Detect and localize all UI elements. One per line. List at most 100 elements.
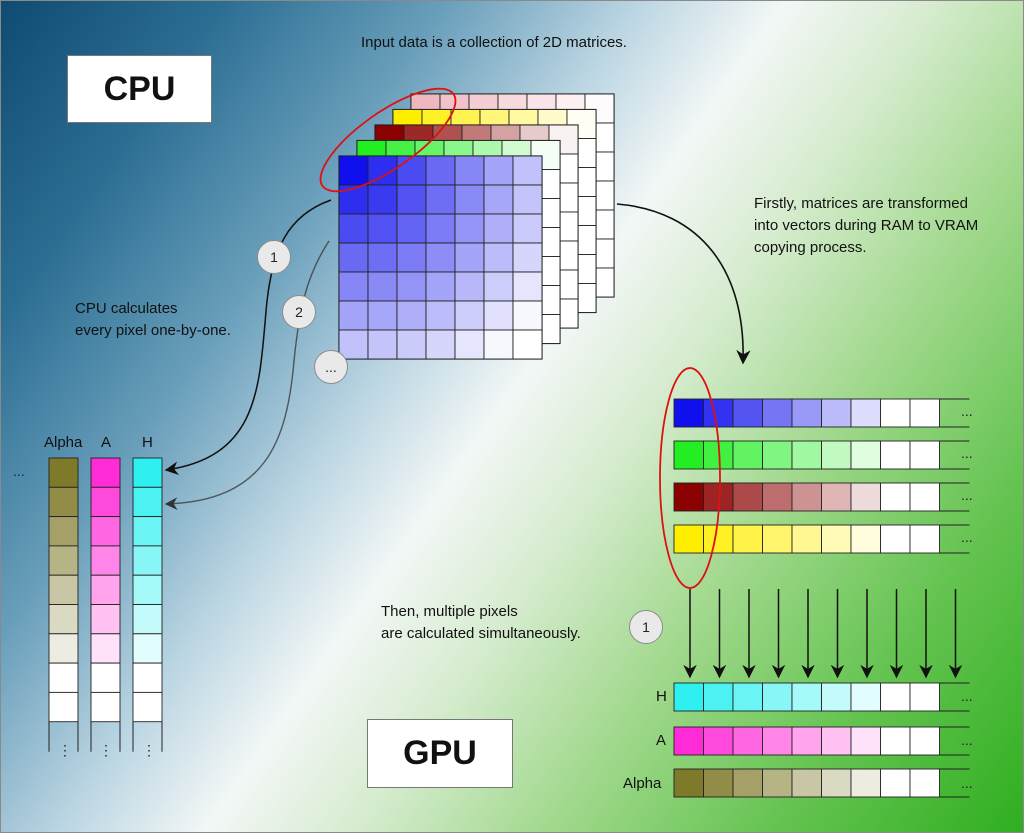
cpu-label-box: CPU — [67, 55, 212, 123]
matrix-cell — [483, 242, 514, 273]
vector-cell — [791, 726, 822, 756]
vector-cell — [909, 398, 940, 428]
cpu-column-alpha — [48, 457, 79, 752]
matrix-cell — [396, 300, 427, 331]
vector-cell — [703, 768, 734, 798]
vector-cell — [732, 440, 763, 470]
vector-cell — [762, 398, 793, 428]
gpu-output-a — [673, 726, 970, 756]
matrix-cell — [367, 184, 398, 215]
gpu-label-box: GPU — [367, 719, 513, 788]
matrix-cell — [454, 300, 485, 331]
vram-vector-green — [673, 440, 970, 470]
cpu-column-a-continuation: ⋮ — [99, 742, 113, 758]
cpu-column-cell — [90, 516, 121, 547]
cpu-column-cell — [48, 545, 79, 576]
cpu-column-cell — [48, 662, 79, 693]
vector-cell — [673, 682, 704, 712]
vector-cell — [850, 726, 881, 756]
gpu-output-alpha-ellipsis: ... — [961, 775, 973, 791]
vram-vector-yellow-ellipsis: ... — [961, 529, 973, 545]
matrix-cell — [425, 242, 456, 273]
matrix-blue — [338, 155, 543, 360]
cpu-column-cell — [90, 662, 121, 693]
matrix-cell — [338, 242, 369, 273]
vector-cell — [732, 524, 763, 554]
matrix-cell — [454, 329, 485, 360]
matrix-cell — [367, 329, 398, 360]
cpu-column-cell — [132, 662, 163, 693]
vector-cell — [791, 440, 822, 470]
matrix-cell — [396, 213, 427, 244]
cpu-calc-caption-line2: every pixel one-by-one. — [75, 322, 231, 339]
cpu-calc-caption-line1: CPU calculates — [75, 300, 178, 317]
gpu-step-1-badge: 1 — [629, 610, 663, 644]
matrix-cell — [338, 300, 369, 331]
cpu-column-cell — [90, 574, 121, 605]
vram-vectors — [659, 367, 970, 589]
gpu-output-a-ellipsis: ... — [961, 732, 973, 748]
cpu-step-more-badge: ... — [314, 350, 348, 384]
vector-cell — [909, 524, 940, 554]
vector-cell — [909, 768, 940, 798]
input-caption: Input data is a collection of 2D matrice… — [361, 34, 627, 51]
cpu-column-cell — [90, 604, 121, 635]
gpu-step-1-text: 1 — [642, 619, 650, 635]
matrix-cell — [530, 140, 561, 170]
matrix-cell — [425, 300, 456, 331]
gpu-label: GPU — [403, 734, 477, 772]
matrix-cell — [425, 329, 456, 360]
vector-cell — [703, 726, 734, 756]
cpu-column-cell — [90, 486, 121, 518]
matrix-cell — [454, 184, 485, 215]
vector-cell — [791, 524, 822, 554]
cpu-column-cell — [132, 457, 163, 488]
vector-cell — [673, 440, 704, 470]
cpu-column-alpha-continuation: ⋮ — [58, 742, 72, 758]
vector-cell — [821, 440, 852, 470]
vector-cell — [762, 682, 793, 712]
cpu-column-cell — [90, 633, 121, 664]
vector-cell — [850, 440, 881, 470]
vector-cell — [880, 682, 911, 712]
vector-cell — [791, 768, 822, 798]
vector-cell — [762, 768, 793, 798]
matrix-cell — [483, 271, 514, 302]
gpu-calc-caption-line2: are calculated simultaneously. — [381, 625, 581, 642]
vector-cell — [850, 482, 881, 512]
vector-cell — [880, 726, 911, 756]
vector-cell — [880, 440, 911, 470]
cpu-column-h — [132, 457, 163, 752]
matrix-cell — [512, 300, 543, 331]
matrix-cell — [483, 213, 514, 244]
cpu-column-cell — [132, 516, 163, 547]
gpu-output-label-a: A — [656, 732, 667, 749]
transform-caption-line3: copying process. — [754, 239, 867, 256]
vector-cell — [673, 726, 704, 756]
cpu-pixel-columns — [48, 457, 163, 752]
first-pixel-highlight — [319, 87, 457, 193]
gpu-output-label-h: H — [656, 688, 667, 705]
cpu-column-cell — [132, 604, 163, 635]
vector-cell — [821, 482, 852, 512]
matrix-cell — [338, 213, 369, 244]
matrix-cell — [454, 271, 485, 302]
matrix-cell — [396, 184, 427, 215]
cpu-column-cell — [48, 574, 79, 605]
matrix-cell — [512, 213, 543, 244]
vector-cell — [880, 524, 911, 554]
vector-cell — [880, 768, 911, 798]
vector-cell — [850, 398, 881, 428]
matrix-cell — [396, 155, 427, 186]
cpu-column-cell — [48, 486, 79, 518]
gpu-output-h-ellipsis: ... — [961, 688, 973, 704]
vector-cell — [850, 524, 881, 554]
cpu-column-cell — [90, 457, 121, 488]
cpu-column-cell — [48, 691, 79, 723]
vector-cell — [909, 726, 940, 756]
gpu-output-h — [673, 682, 970, 712]
vram-vector-green-ellipsis: ... — [961, 445, 973, 461]
vector-cell — [791, 398, 822, 428]
cpu-column-cell — [132, 574, 163, 605]
